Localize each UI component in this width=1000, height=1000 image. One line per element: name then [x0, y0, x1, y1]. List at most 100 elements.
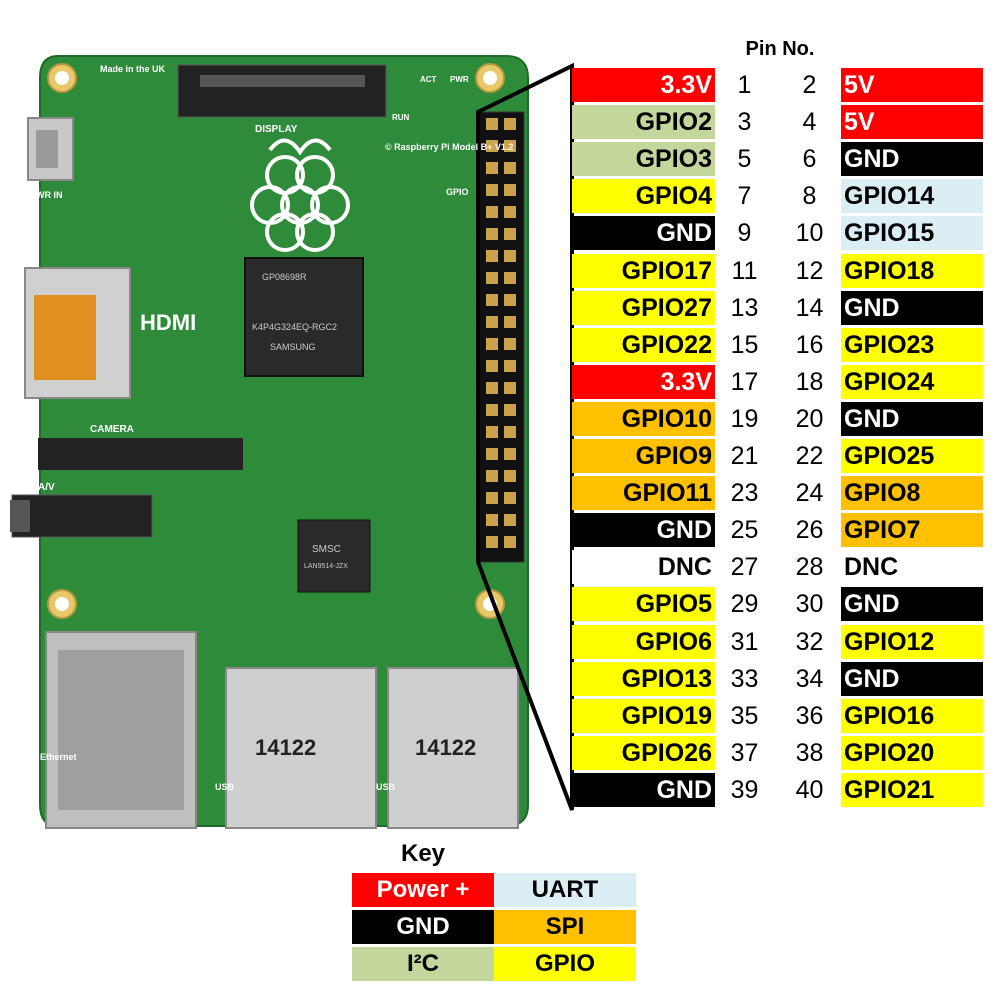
pin-number-right: 8 — [802, 182, 817, 210]
pin-number-right: 14 — [795, 294, 824, 322]
usb-port-1 — [225, 667, 377, 829]
pin-number-right: 28 — [795, 553, 824, 581]
gpio-pin — [486, 338, 498, 350]
pin-label-left: GPIO22 — [572, 328, 715, 362]
pin-number-right: 6 — [802, 145, 817, 173]
pin-label-right: GPIO23 — [841, 328, 983, 362]
gpio-pin — [486, 140, 498, 152]
gpio-pin — [504, 272, 516, 284]
gpio-pins — [486, 118, 516, 548]
pin-label-right: 5V — [841, 105, 983, 139]
pin-label-left: GPIO13 — [572, 662, 715, 696]
pin-number-left: 27 — [730, 553, 759, 581]
gpio-pin — [504, 382, 516, 394]
gpio-pin — [486, 272, 498, 284]
gpio-pin — [504, 206, 516, 218]
pin-label-left: GPIO10 — [572, 402, 715, 436]
pin-number-left: 9 — [737, 219, 752, 247]
gpio-pin — [486, 448, 498, 460]
pin-label-right: GPIO15 — [841, 216, 983, 250]
key-item-gnd: GND — [352, 910, 494, 944]
gpio-pin — [504, 228, 516, 240]
pin-number-left: 25 — [730, 516, 759, 544]
key-item-power: Power + — [352, 873, 494, 907]
pin-number-left: 3 — [737, 108, 752, 136]
pin-label-right: GPIO14 — [841, 179, 983, 213]
pin-label-right: GPIO12 — [841, 625, 983, 659]
usb-port-2 — [387, 667, 519, 829]
pin-number-left: 21 — [730, 442, 759, 470]
gpio-pin — [486, 404, 498, 416]
pin-number-right: 24 — [795, 479, 824, 507]
pin-number-right: 40 — [795, 776, 824, 804]
silk-pwr-in: PWR IN — [30, 190, 63, 200]
gpio-pin — [486, 360, 498, 372]
pin-label-right: GPIO24 — [841, 365, 983, 399]
gpio-pin — [504, 140, 516, 152]
display-connector — [177, 64, 387, 118]
usb-code-1: 14122 — [255, 735, 316, 760]
silk-av: A/V — [38, 482, 55, 493]
pin-number-left: 13 — [730, 294, 759, 322]
pin-label-right: GPIO25 — [841, 439, 983, 473]
gpio-pin — [504, 360, 516, 372]
pin-number-left: 15 — [730, 331, 759, 359]
gpio-pin — [504, 118, 516, 130]
pin-label-right: GND — [841, 587, 983, 621]
gpio-pin — [486, 118, 498, 130]
gpio-pin — [486, 514, 498, 526]
silk-made-in: Made in the UK — [100, 64, 166, 74]
pin-label-left: GPIO5 — [572, 587, 715, 621]
lan-chip — [297, 519, 371, 593]
pin-label-right: 5V — [841, 68, 983, 102]
pin-number-right: 16 — [795, 331, 824, 359]
silk-pwr: PWR — [450, 75, 469, 84]
pin-number-header: Pin No. — [745, 38, 815, 60]
gpio-pin — [486, 184, 498, 196]
pin-number-right: 2 — [802, 71, 817, 99]
pin-number-left: 1 — [737, 71, 752, 99]
silk-usb-1: USB — [215, 782, 235, 792]
smsc-part: LAN9514-JZX — [304, 563, 348, 570]
silk-display: DISPLAY — [255, 124, 298, 135]
pin-label-left: GPIO27 — [572, 291, 715, 325]
key-item-uart: UART — [494, 873, 636, 907]
pin-number-left: 5 — [737, 145, 752, 173]
pin-label-left: GPIO4 — [572, 179, 715, 213]
gpio-pin — [504, 470, 516, 482]
pin-number-left: 7 — [737, 182, 752, 210]
pin-number-left: 11 — [731, 257, 758, 285]
pin-label-right: GPIO16 — [841, 699, 983, 733]
pin-label-left: GPIO3 — [572, 142, 715, 176]
pin-label-right: GPIO8 — [841, 476, 983, 510]
soc-label: GP08698R — [262, 272, 307, 282]
pin-number-right: 26 — [795, 516, 824, 544]
silk-camera: CAMERA — [90, 424, 134, 435]
pin-label-left: 3.3V — [572, 68, 715, 102]
pin-label-left: GPIO9 — [572, 439, 715, 473]
pin-label-right: GND — [841, 662, 983, 696]
pin-label-right: GND — [841, 402, 983, 436]
gpio-pin — [504, 338, 516, 350]
gpio-pin — [504, 448, 516, 460]
gpio-pin — [504, 316, 516, 328]
pin-label-left: GPIO6 — [572, 625, 715, 659]
gpio-pin — [504, 426, 516, 438]
gpio-pin — [486, 206, 498, 218]
raspberry-logo — [250, 138, 350, 252]
pin-number-left: 31 — [730, 628, 759, 656]
pin-label-right: GND — [841, 291, 983, 325]
ram-label: K4P4G324EQ-RGC2 — [252, 322, 337, 332]
gpio-pin — [504, 514, 516, 526]
pin-label-right: GPIO18 — [841, 254, 983, 288]
pin-label-right: GPIO21 — [841, 773, 983, 807]
gpio-pin — [486, 228, 498, 240]
gpio-pin — [504, 536, 516, 548]
pin-number-right: 38 — [795, 739, 824, 767]
pin-label-left: DNC — [572, 550, 715, 584]
pin-number-right: 30 — [795, 590, 824, 618]
pin-number-right: 20 — [795, 405, 824, 433]
gpio-pin — [486, 426, 498, 438]
silk-model: © Raspberry Pi Model B+ V1.2 — [385, 142, 513, 152]
